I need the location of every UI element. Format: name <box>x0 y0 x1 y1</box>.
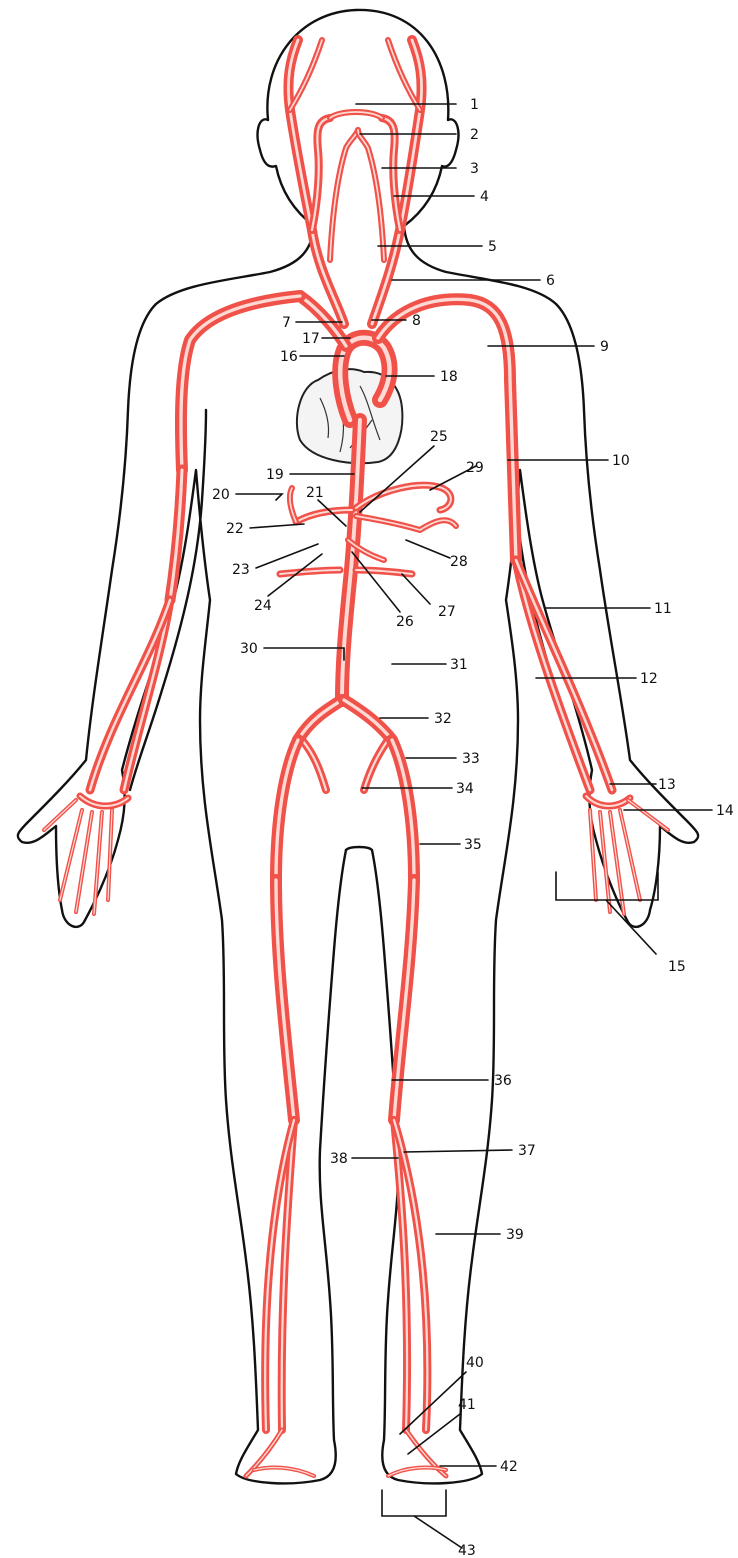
label-28: 28 <box>450 554 468 570</box>
label-30: 30 <box>240 641 258 657</box>
left-internal-iliac-artery <box>302 740 326 790</box>
vertebral-left-artery <box>330 130 358 260</box>
label-37: 37 <box>518 1143 536 1159</box>
label-12: 12 <box>640 671 658 687</box>
label-26: 26 <box>396 614 414 630</box>
leader-26 <box>352 552 400 612</box>
leader-lines <box>236 104 712 1548</box>
arteries <box>44 40 668 1476</box>
right-fingers-4-artery-highlight <box>620 810 640 900</box>
left-thumb-artery-highlight <box>44 800 76 830</box>
label-4: 4 <box>480 189 489 205</box>
label-6: 6 <box>546 273 555 289</box>
label-41: 41 <box>458 1397 476 1413</box>
label-7: 7 <box>282 315 291 331</box>
label-13: 13 <box>658 777 676 793</box>
label-10: 10 <box>612 453 630 469</box>
label-21: 21 <box>306 485 324 501</box>
label-19: 19 <box>266 467 284 483</box>
right-internal-iliac-artery <box>364 740 388 790</box>
label-2: 2 <box>470 127 479 143</box>
label-31: 31 <box>450 657 468 673</box>
label-23: 23 <box>232 562 250 578</box>
label-35: 35 <box>464 837 482 853</box>
leader-27 <box>402 574 430 604</box>
label-14: 14 <box>716 803 734 819</box>
label-40: 40 <box>466 1355 484 1371</box>
number-labels: 1 2 3 4 5 6 7 8 9 10 11 12 13 14 15 16 1… <box>212 97 734 1558</box>
label-43: 43 <box>458 1543 476 1558</box>
right-thumb-artery-highlight <box>628 800 668 830</box>
label-8: 8 <box>412 313 421 329</box>
label-16: 16 <box>280 349 298 365</box>
label-38: 38 <box>330 1151 348 1167</box>
label-18: 18 <box>440 369 458 385</box>
label-15: 15 <box>668 959 686 975</box>
label-42: 42 <box>500 1459 518 1475</box>
leader-22 <box>250 524 304 528</box>
leader-37 <box>404 1150 512 1152</box>
label-33: 33 <box>462 751 480 767</box>
label-1: 1 <box>470 97 479 113</box>
label-27: 27 <box>438 604 456 620</box>
vertebral-right-artery <box>358 130 384 260</box>
left-fingers-3-artery-highlight <box>94 812 102 914</box>
label-36: 36 <box>494 1073 512 1089</box>
label-20: 20 <box>212 487 230 503</box>
label-5: 5 <box>488 239 497 255</box>
label-32: 32 <box>434 711 452 727</box>
label-9: 9 <box>600 339 609 355</box>
leader-43 <box>382 1490 462 1548</box>
label-25: 25 <box>430 429 448 445</box>
label-3: 3 <box>470 161 479 177</box>
leader-20 <box>236 494 282 500</box>
leader-30 <box>264 648 344 660</box>
label-11: 11 <box>654 601 672 617</box>
leader-28 <box>406 540 450 558</box>
label-24: 24 <box>254 598 272 614</box>
label-34: 34 <box>456 781 474 797</box>
label-39: 39 <box>506 1227 524 1243</box>
splenic-artery <box>356 485 451 510</box>
label-22: 22 <box>226 521 244 537</box>
label-29: 29 <box>466 460 484 476</box>
label-17: 17 <box>302 331 320 347</box>
